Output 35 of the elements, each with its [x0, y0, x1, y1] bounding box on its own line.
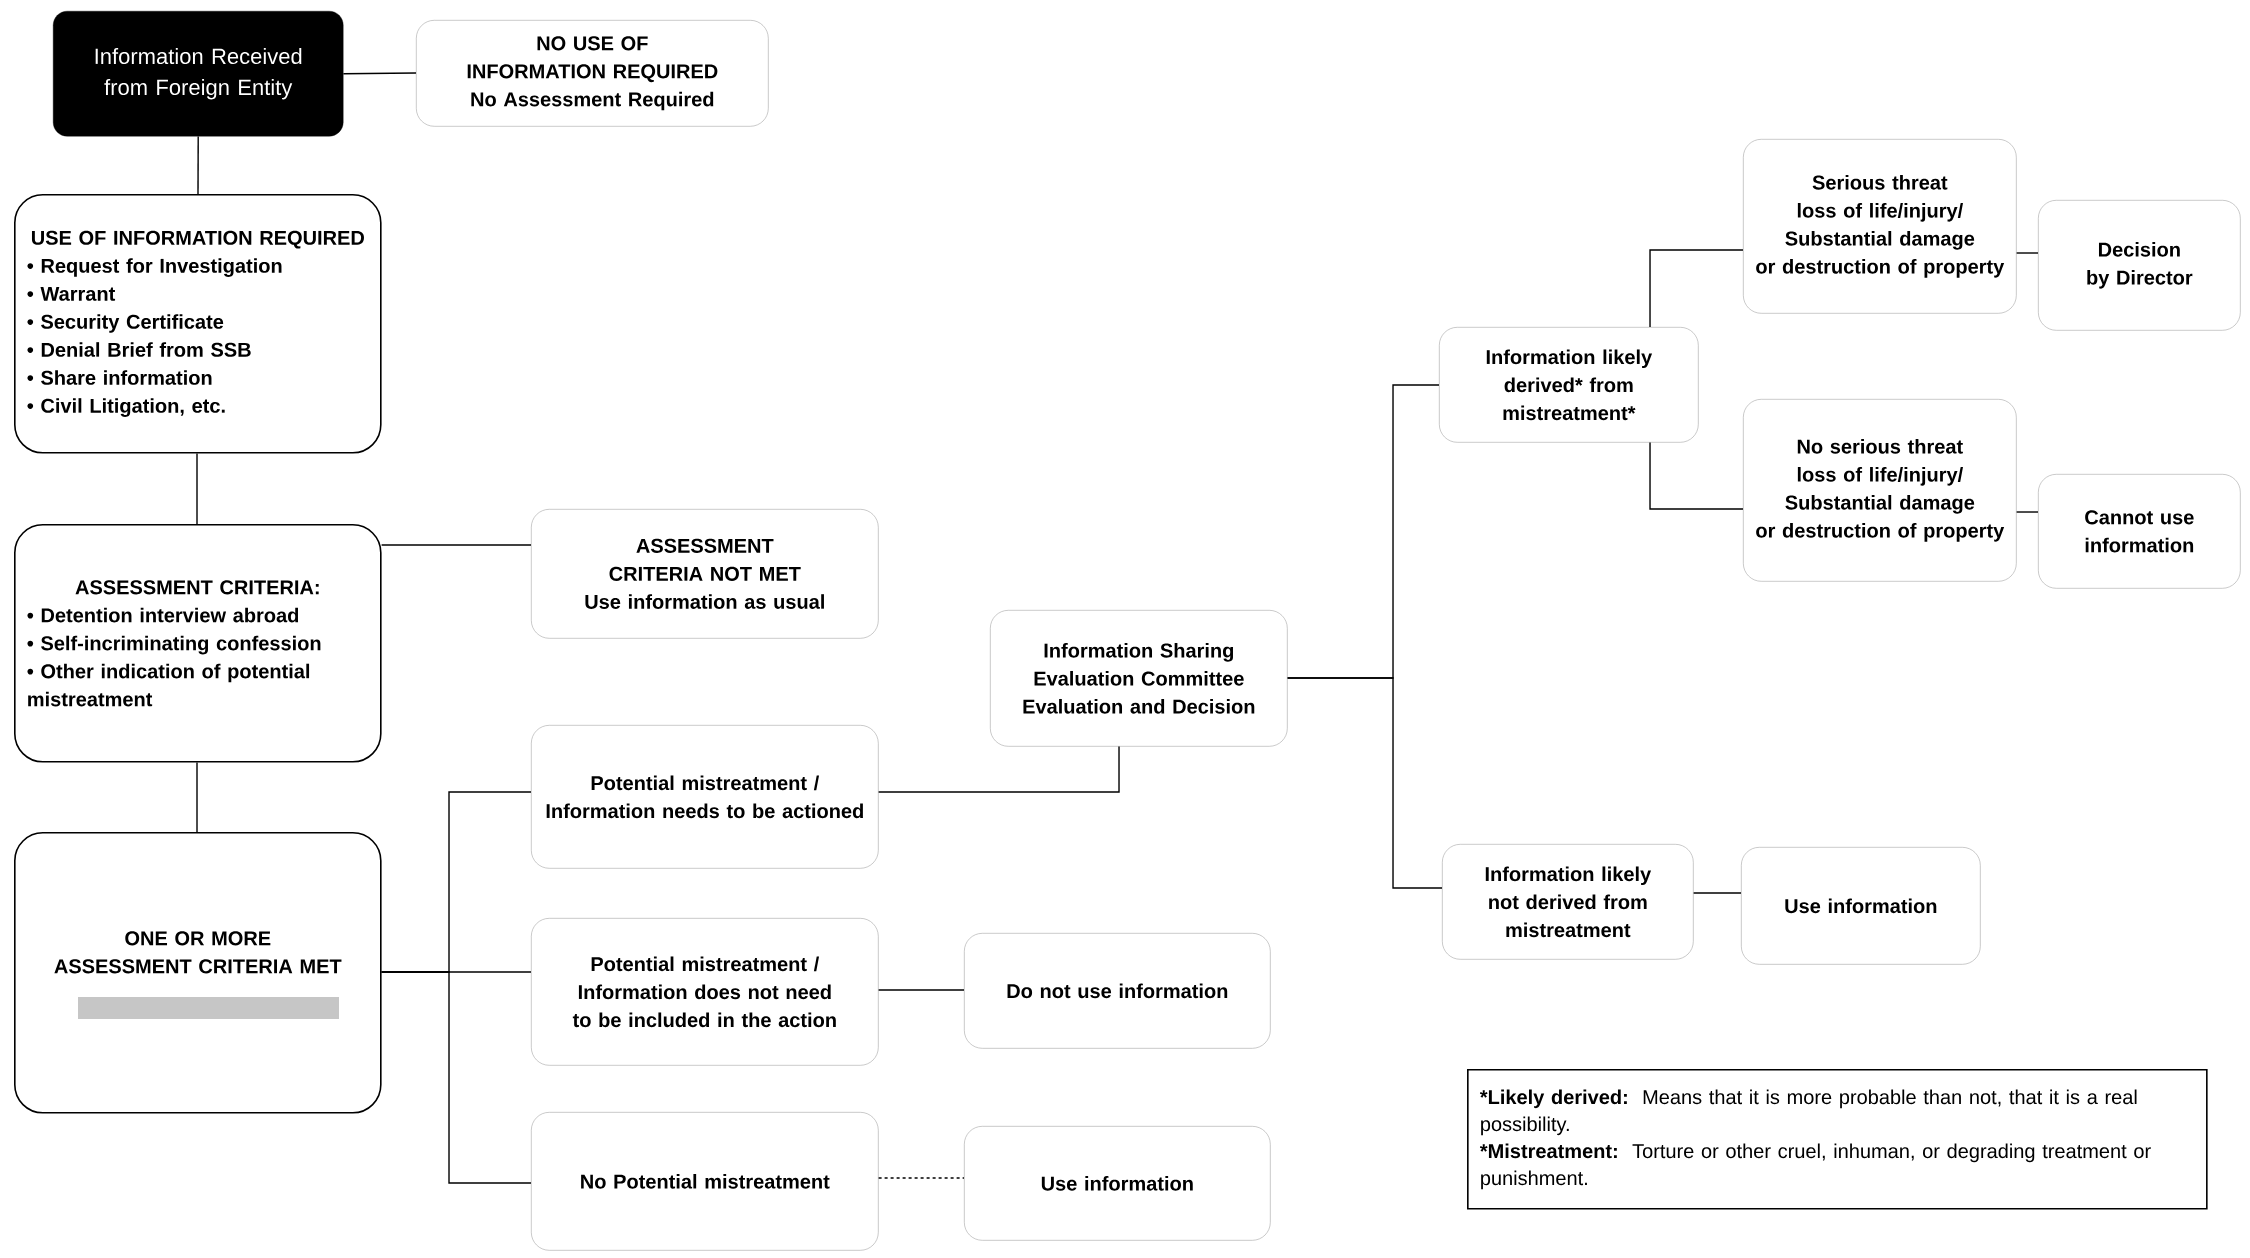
connector-line [1649, 441, 1744, 510]
connector-line [1649, 249, 1744, 328]
definition-box: *Likely derived: Means that it is more probable than not, that it is a real possibility. *Mistreatment: Torture or other cruel, inhuman, or degrading treatment or punishment. [1467, 1069, 2208, 1210]
outcome-box: Information likely derived* from mistreatment* [1439, 327, 1699, 443]
outcome-box: Information likely not derived from mistreatment [1442, 844, 1694, 960]
outcome-box: No Potential mistreatment [531, 1112, 879, 1251]
outcome-box: No serious threat loss of life/injury/ Substantial damage or destruction of property [1743, 399, 2017, 582]
outcome-box: Decision by Director [2038, 200, 2241, 331]
outcome-box: Use information [1741, 847, 1981, 965]
connector-line [877, 989, 965, 991]
criteria-box: ONE OR MORE ASSESSMENT CRITERIA MET [14, 832, 382, 1114]
outcome-box: Potential mistreatment / Information needs to be actioned [531, 725, 879, 869]
outcome-box: Cannot use information [2038, 474, 2241, 589]
outcome-box: ASSESSMENT CRITERIA NOT MET Use information as usual [531, 509, 879, 639]
connector-line [380, 971, 532, 1184]
connector-line [1692, 892, 1742, 894]
outcome-box: Use information [964, 1126, 1271, 1241]
outcome-box: Do not use information [964, 933, 1271, 1049]
connector-line [342, 72, 417, 75]
start-box: Information Received from Foreign Entity [53, 11, 344, 137]
connector-line [2015, 511, 2039, 513]
connector-line [196, 761, 198, 833]
connector-line [877, 745, 1120, 793]
connector-line [197, 135, 199, 195]
criteria-box: USE OF INFORMATION REQUIRED • Request for Investigation • Warrant • Security Certificate • Denial Brief from SSB • Share information • Civil Litigation, etc. [14, 194, 382, 454]
outcome-box: Potential mistreatment / Information does not need to be included in the action [531, 918, 879, 1066]
connector-line [2015, 252, 2039, 254]
connector-line [877, 1177, 965, 1179]
outcome-box: Serious threat loss of life/injury/ Substantial damage or destruction of property [1743, 139, 2017, 314]
criteria-box: ASSESSMENT CRITERIA: • Detention interview abroad • Self-incriminating confession • Other indication of potential mistreatment [14, 524, 382, 763]
connector-line [196, 452, 198, 525]
outcome-box: Information Sharing Evaluation Committee Evaluation and Decision [990, 610, 1288, 747]
connector-line [1286, 677, 1443, 889]
outcome-box: NO USE OF INFORMATION REQUIRED No Assessment Required [416, 20, 769, 127]
connector-line [380, 544, 532, 546]
